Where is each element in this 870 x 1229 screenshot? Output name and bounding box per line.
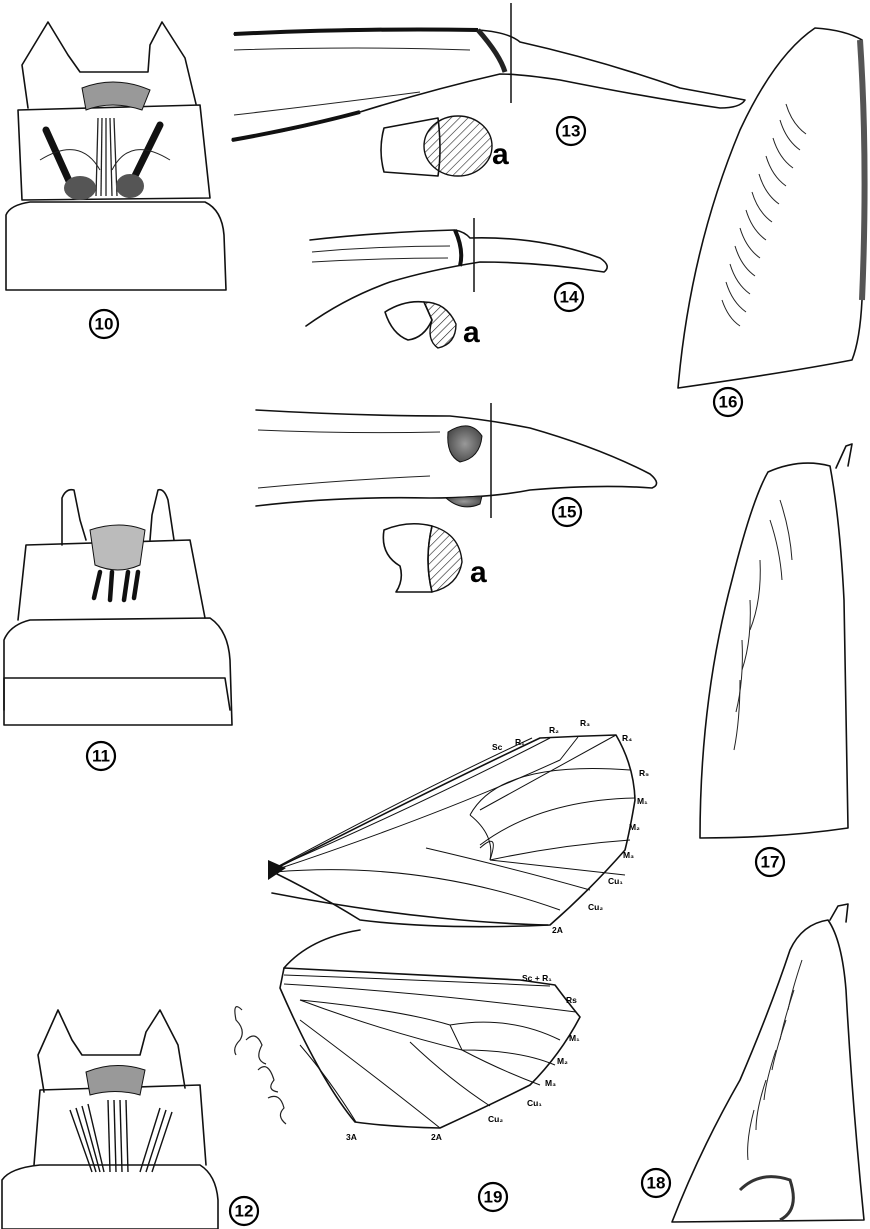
- svg-text:M₃: M₃: [623, 850, 634, 860]
- forewing-vein-labels: Sc R₁ R₂ R₃ R₄ R₅ M₁ M₂ M₃ Cu₁ Cu₂ 2A: [492, 718, 649, 935]
- svg-text:M₁: M₁: [569, 1033, 580, 1043]
- figure-number-13: 13: [557, 117, 585, 145]
- svg-text:18: 18: [647, 1174, 666, 1193]
- svg-text:Cu₁: Cu₁: [608, 876, 623, 886]
- svg-text:14: 14: [560, 288, 579, 307]
- svg-text:15: 15: [558, 503, 577, 522]
- svg-text:16: 16: [719, 393, 738, 412]
- svg-text:13: 13: [562, 122, 581, 141]
- forewing-drawing: [268, 735, 635, 927]
- svg-text:M₂: M₂: [557, 1056, 568, 1066]
- figure-number-14: 14: [555, 283, 583, 311]
- figure-number-11: 11: [87, 742, 115, 770]
- figure-number-16: 16: [714, 388, 742, 416]
- figure-number-15: 15: [553, 498, 581, 526]
- figure-17-drawing: [700, 444, 852, 838]
- svg-text:M₃: M₃: [545, 1078, 556, 1088]
- figure-14-drawing: [306, 218, 607, 348]
- svg-text:Sc + R₁: Sc + R₁: [522, 973, 552, 983]
- svg-text:17: 17: [761, 853, 780, 872]
- artist-signature: [235, 1007, 286, 1124]
- figure-number-18: 18: [642, 1169, 670, 1197]
- figure-12-drawing: [2, 1010, 218, 1229]
- figure-16-drawing: [678, 28, 865, 388]
- svg-text:19: 19: [484, 1188, 503, 1207]
- svg-text:Rs: Rs: [566, 995, 577, 1005]
- figure-15-drawing: [256, 403, 657, 592]
- svg-text:R₁: R₁: [515, 737, 525, 747]
- svg-text:2A: 2A: [431, 1132, 442, 1142]
- sublabel-15a: a: [470, 556, 487, 589]
- svg-text:Cu₂: Cu₂: [488, 1114, 503, 1124]
- svg-text:M₁: M₁: [637, 796, 648, 806]
- figure-number-19: 19: [479, 1183, 507, 1211]
- figure-10-drawing: [6, 22, 226, 290]
- svg-text:R₄: R₄: [622, 733, 632, 743]
- svg-text:3A: 3A: [346, 1132, 357, 1142]
- svg-text:R₅: R₅: [639, 768, 649, 778]
- sublabel-13a: a: [492, 138, 509, 171]
- figure-13-drawing: [232, 3, 745, 176]
- svg-text:R₂: R₂: [549, 725, 559, 735]
- svg-text:Sc: Sc: [492, 742, 503, 752]
- svg-text:11: 11: [92, 747, 110, 766]
- figure-11-drawing: [4, 490, 232, 725]
- svg-text:Cu₂: Cu₂: [588, 902, 603, 912]
- figure-number-17: 17: [756, 848, 784, 876]
- svg-text:2A: 2A: [552, 925, 563, 935]
- svg-text:R₃: R₃: [580, 718, 590, 728]
- svg-text:Cu₁: Cu₁: [527, 1098, 542, 1108]
- figure-number-10: 10: [90, 310, 118, 338]
- figure-18-drawing: [672, 904, 864, 1222]
- figure-number-12: 12: [230, 1197, 258, 1225]
- svg-text:12: 12: [235, 1202, 254, 1221]
- sublabel-14a: a: [463, 316, 480, 349]
- svg-text:M₂: M₂: [629, 822, 640, 832]
- svg-text:10: 10: [95, 315, 114, 334]
